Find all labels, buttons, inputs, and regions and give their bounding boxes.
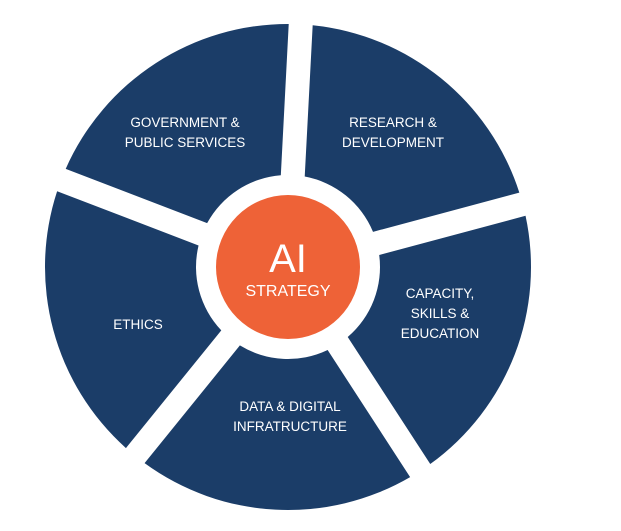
center-circle <box>216 195 360 339</box>
center-subtitle: STRATEGY <box>245 283 330 300</box>
segment-label-government: GOVERNMENT & <box>130 115 239 130</box>
segment-label-government: PUBLIC SERVICES <box>125 135 246 150</box>
segment-data <box>144 345 411 510</box>
segment-capacity <box>347 215 531 465</box>
segment-label-capacity: CAPACITY, <box>406 286 475 301</box>
segment-labels-group: RESEARCH & DEVELOPMENT CAPACITY, SKILLS & ED… <box>113 115 479 434</box>
segments-group <box>44 24 531 510</box>
segment-label-data: INFRATRUCTURE <box>233 419 347 434</box>
segment-government <box>65 24 289 224</box>
segment-label-research: DEVELOPMENT <box>342 135 444 150</box>
segment-label-capacity: EDUCATION <box>401 326 480 341</box>
segment-label-data: DATA & DIGITAL <box>239 399 341 414</box>
segment-label-ethics: ETHICS <box>113 317 163 332</box>
segment-label-research: RESEARCH & <box>349 115 437 130</box>
segment-label-capacity: SKILLS & <box>411 306 470 321</box>
segment-ethics <box>44 191 222 449</box>
segment-research <box>304 25 520 232</box>
center-title: AI <box>269 237 307 281</box>
